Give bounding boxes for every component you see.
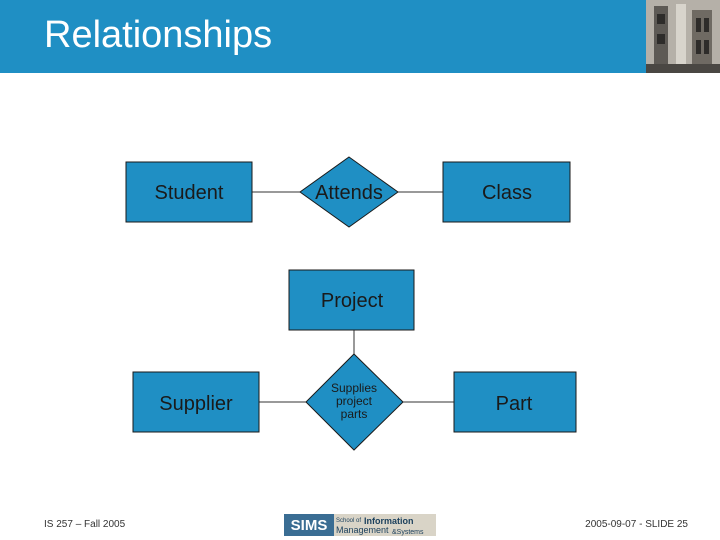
slide-title: Relationships xyxy=(44,14,273,56)
entity-class xyxy=(442,161,571,223)
logo-information: Information xyxy=(364,516,414,526)
entity-project xyxy=(288,269,415,331)
entity-supplier xyxy=(132,371,260,433)
entity-supplier-label: Supplier xyxy=(159,393,233,415)
logo-management: Management xyxy=(336,525,389,535)
relationship-supplies-label-3: parts xyxy=(341,407,368,421)
relationship-attends-label: Attends xyxy=(315,182,383,204)
logo-school-of: School of xyxy=(336,518,361,524)
slide-header xyxy=(0,0,720,73)
relationship-supplies-label-1: Supplies xyxy=(331,381,377,395)
entity-part xyxy=(453,371,577,433)
entity-part-label: Part xyxy=(496,393,533,415)
footer-slide-number: 2005-09-07 - SLIDE 25 xyxy=(585,519,688,530)
entity-project-label: Project xyxy=(321,290,384,312)
entity-student-label: Student xyxy=(155,182,224,204)
relationship-attends xyxy=(299,156,399,228)
logo-and-systems: &Systems xyxy=(392,529,424,536)
relationship-supplies-label-2: project xyxy=(336,394,373,408)
footer-course: IS 257 – Fall 2005 xyxy=(44,519,126,530)
relationship-supplies xyxy=(305,353,404,451)
entity-student xyxy=(125,161,253,223)
logo-sims: SIMS xyxy=(291,517,328,534)
sims-logo: SIMS School of Information Management &S… xyxy=(284,514,436,536)
entity-class-label: Class xyxy=(482,182,532,204)
header-photo xyxy=(646,0,720,73)
